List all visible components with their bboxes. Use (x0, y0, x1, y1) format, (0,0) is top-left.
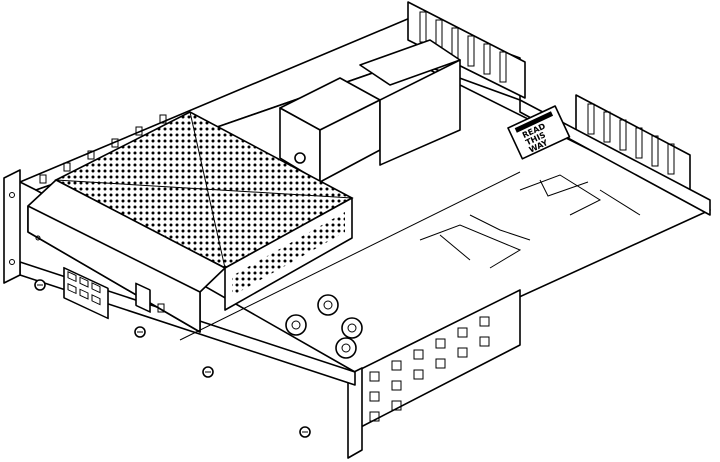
front-right-panel-vents (369, 316, 490, 422)
standoff (285, 314, 307, 336)
rack-ear-left (3, 169, 21, 284)
tray-seam (179, 171, 521, 341)
mounting-clip (519, 174, 641, 216)
rear-flange-slots-left (407, 1, 526, 99)
power-adapter (279, 39, 461, 183)
captive-screw (134, 326, 146, 338)
console-port (157, 303, 165, 313)
tray-left-wall-slots (39, 114, 167, 184)
captive-screw (202, 366, 214, 378)
standoff (341, 317, 363, 339)
led-icon (35, 235, 41, 241)
tray-right-wall (519, 99, 711, 216)
network-switch (27, 111, 354, 333)
rack-ear-right (347, 367, 363, 459)
ethernet-ports (63, 266, 109, 320)
mounting-clip (419, 214, 531, 269)
captive-screw (34, 279, 46, 291)
switch-side-vents (232, 212, 345, 296)
standoff (335, 337, 357, 359)
captive-screw (299, 426, 311, 438)
uplink-ports (135, 282, 151, 313)
standoff (317, 294, 339, 316)
